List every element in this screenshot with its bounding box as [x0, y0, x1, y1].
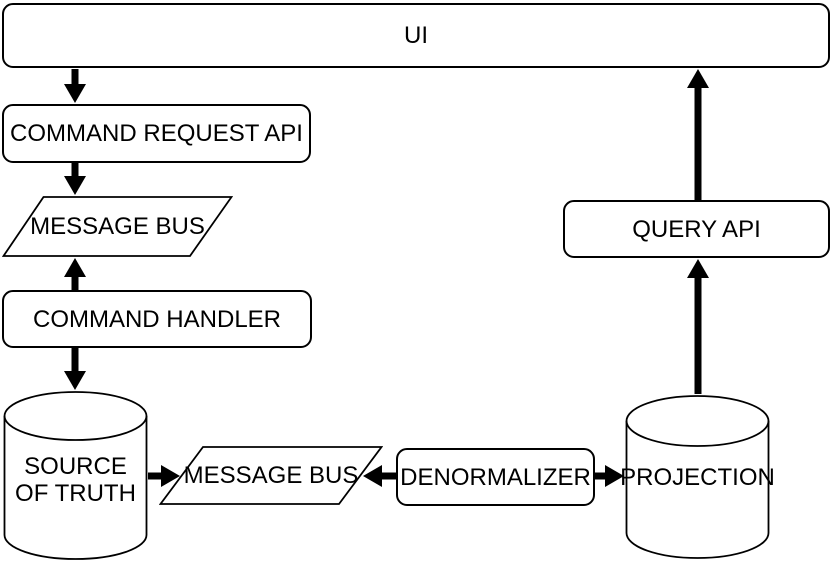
cylinder-shape	[625, 395, 770, 559]
edge-command-handler-to-message-bus	[64, 258, 86, 290]
edge-projection-to-query-api	[687, 259, 709, 394]
parallelogram-shape	[2, 196, 233, 257]
edge-query-api-to-ui	[687, 69, 709, 200]
cylinder-shape	[3, 391, 148, 560]
node-source-of-truth-label-line2: OF TRUTH	[15, 479, 136, 507]
node-source-of-truth: SOURCE OF TRUTH	[3, 391, 148, 560]
node-message-bus-events-label: MESSAGE BUS	[183, 462, 359, 489]
node-command-handler-label: COMMAND HANDLER	[32, 305, 281, 333]
node-source-of-truth-label-line1: SOURCE	[24, 452, 127, 480]
node-message-bus-commands: MESSAGE BUS	[2, 196, 233, 257]
node-query-api-label: QUERY API	[632, 215, 761, 243]
node-message-bus-events: MESSAGE BUS	[159, 446, 383, 505]
edge-command-request-api-to-message-bus	[64, 163, 86, 195]
node-command-request-api-label: COMMAND REQUEST API	[10, 120, 303, 147]
edge-source-of-truth-to-message-bus	[148, 465, 180, 487]
node-command-request-api: COMMAND REQUEST API	[2, 104, 311, 163]
node-denormalizer-label: DENORMALIZER	[400, 463, 591, 491]
node-denormalizer: DENORMALIZER	[396, 448, 595, 506]
node-message-bus-commands-label: MESSAGE BUS	[30, 213, 205, 240]
node-ui: UI	[2, 3, 830, 68]
node-command-handler: COMMAND HANDLER	[2, 290, 312, 348]
edge-denormalizer-to-message-bus	[363, 465, 396, 487]
node-projection: PROJECTION	[620, 395, 775, 559]
parallelogram-shape	[159, 446, 383, 505]
node-ui-label: UI	[404, 22, 428, 49]
edge-denormalizer-to-projection	[595, 465, 624, 487]
edge-command-handler-to-source-of-truth	[64, 348, 86, 390]
node-projection-label: PROJECTION	[620, 463, 775, 491]
node-query-api: QUERY API	[563, 200, 830, 258]
edge-ui-to-command-request-api	[64, 69, 86, 103]
